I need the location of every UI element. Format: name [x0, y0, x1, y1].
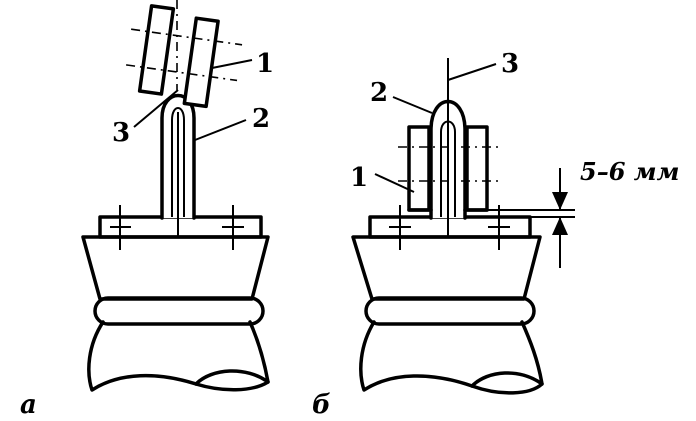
panel-b-clamp-right [465, 125, 489, 212]
panel-a-callout-3: 3 [112, 118, 130, 148]
panel-a-clamp-right [182, 16, 220, 109]
panel-a-leader-1 [211, 59, 253, 69]
panel-a-electrode-inner [171, 107, 185, 217]
panel-b-dim-arrow-bottom [552, 217, 568, 235]
panel-a: 1 2 3 а [20, 0, 274, 420]
panel-a-collar [93, 296, 265, 326]
panel-b: 5–6 мм 1 2 3 б [312, 49, 679, 420]
panel-b-callout-3: 3 [501, 49, 519, 79]
panel-b-leader-3 [447, 63, 497, 81]
panel-a-callout-2: 2 [252, 104, 270, 134]
panel-b-callout-1: 1 [350, 163, 368, 193]
panel-b-label: б [312, 390, 331, 420]
panel-b-callout-2: 2 [370, 78, 388, 108]
panel-a-lower-fold [194, 369, 270, 386]
panel-b-leader-1 [374, 173, 415, 193]
panel-b-upper-body [351, 235, 542, 301]
panel-a-leader-2 [194, 119, 247, 141]
panel-b-leader-2 [392, 96, 433, 114]
panel-b-lower-body [359, 320, 544, 395]
panel-a-callout-1: 1 [256, 49, 274, 79]
panel-a-clamp-dash-bottom [126, 64, 238, 82]
panel-b-dim-arrow-top [552, 192, 568, 210]
panel-a-label: а [20, 390, 37, 420]
panel-a-upper-body [81, 235, 270, 301]
panel-b-collar [364, 296, 536, 326]
panel-a-clamp-left [137, 4, 176, 96]
panel-b-gap-dimension: 5–6 мм [580, 157, 679, 186]
panel-a-clamp-plates [126, 4, 243, 109]
panel-a-leader-3 [133, 89, 179, 128]
panel-a-lower-body [87, 320, 270, 392]
panel-a-clamp-dash-top [131, 28, 243, 46]
panel-b-lower-fold [470, 371, 544, 388]
panel-b-clamp-left [407, 125, 431, 212]
